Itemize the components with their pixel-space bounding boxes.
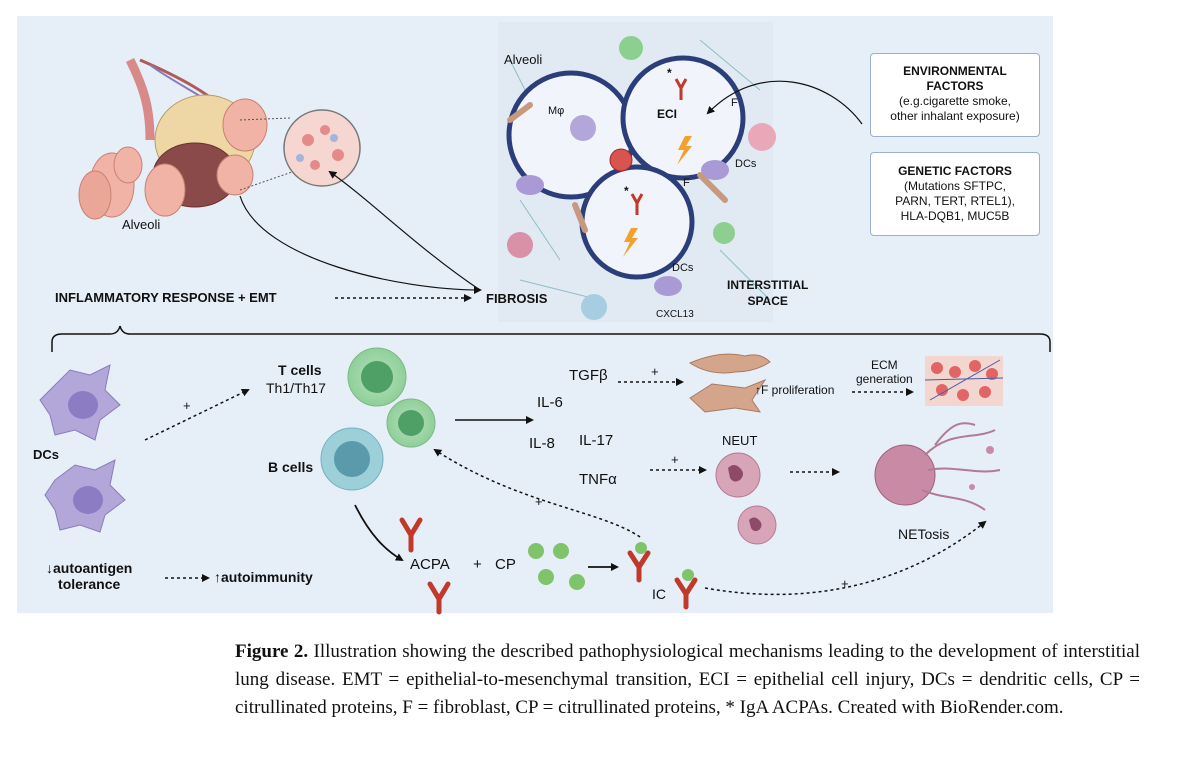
autoimmunity-label: ↑autoimmunity <box>214 569 313 585</box>
dcs-label-2: DCs <box>672 262 694 274</box>
immune-complexes <box>627 542 698 610</box>
environmental-factors-box: ENVIRONMENTAL FACTORS (e.g.cigarette smo… <box>870 53 1040 137</box>
autoantigen-line-1: ↓autoantigen <box>46 560 133 576</box>
dcs-left-label: DCs <box>33 447 60 462</box>
arrow-ic-to-netosis <box>704 520 987 596</box>
ecm-line-2: generation <box>856 372 913 386</box>
cxcl13-label: CXCL13 <box>656 309 694 320</box>
ic-label: IC <box>652 586 666 602</box>
arrow-fibrosis-to-alveoli <box>239 195 482 294</box>
fibroblasts <box>688 353 771 413</box>
cp-proteins <box>528 543 585 590</box>
env-title-2: FACTORS <box>926 79 984 93</box>
env-line-2: other inhalant exposure) <box>890 109 1020 123</box>
fibrosis-label: FIBROSIS <box>486 291 548 306</box>
arrow-ic-to-tcell <box>433 448 641 538</box>
tcells-label: T cells <box>278 362 322 378</box>
autoantigen-tolerance-label: ↓autoantigen tolerance <box>46 560 132 592</box>
figure-label: Figure 2. <box>235 641 309 662</box>
plus-dc-to-t: + <box>183 398 191 413</box>
neut-label: NEUT <box>722 433 758 448</box>
il8-label: IL-8 <box>529 435 555 452</box>
plus-ic-to-t: + <box>535 494 543 509</box>
ecm-label: ECM generation <box>856 358 913 386</box>
interstitial-line-2: SPACE <box>747 294 788 308</box>
interstitial-alveoli-illustration <box>498 22 776 322</box>
eci-star: * <box>667 66 672 80</box>
fibroblast-label-2: F <box>683 177 690 189</box>
caption-text: Illustration showing the described patho… <box>235 641 1140 718</box>
cp-label: CP <box>495 556 516 573</box>
arrow-bcell-to-acpa <box>354 504 404 562</box>
brace <box>51 325 1051 352</box>
dcs-label-1: DCs <box>735 158 757 170</box>
il17-label: IL-17 <box>579 432 614 449</box>
tgfb-label: TGFβ <box>569 367 608 384</box>
eci-label: ECI <box>657 107 678 121</box>
th1-th17-label: Th1/Th17 <box>266 380 326 396</box>
ecm-image <box>924 356 1004 406</box>
arrow-fibrosis-to-tissue <box>328 170 481 291</box>
macrophage-label: Mφ <box>548 105 565 117</box>
netosis-label: NETosis <box>898 526 950 542</box>
lower-star: * <box>624 184 629 198</box>
f-proliferation-label: ↑F proliferation <box>755 383 835 397</box>
acpa-label: ACPA <box>410 556 450 573</box>
env-title-1: ENVIRONMENTAL <box>903 64 1007 78</box>
autoantigen-line-2: tolerance <box>58 576 121 592</box>
arrow-environment-to-eci <box>706 80 863 125</box>
netosis-image <box>874 422 1001 511</box>
figure-caption: Figure 2. Illustration showing the descr… <box>235 638 1140 722</box>
interstitial-label: INTERSTITIAL SPACE <box>727 278 808 308</box>
bcells-label: B cells <box>268 459 314 475</box>
dendritic-cells <box>39 364 126 533</box>
plus-tgfb: + <box>651 364 659 379</box>
neutrophils <box>715 452 777 545</box>
inflammatory-label: INFLAMMATORY RESPONSE + EMT <box>55 290 277 305</box>
left-alveoli-label: Alveoli <box>122 217 161 232</box>
plus-ic-to-net: + <box>841 576 849 591</box>
genetic-factors-box: GENETIC FACTORS (Mutations SFTPC, PARN, … <box>870 152 1040 236</box>
interstitial-line-1: INTERSTITIAL <box>727 278 809 292</box>
tnfa-label: TNFα <box>579 471 617 488</box>
il6-label: IL-6 <box>537 394 563 411</box>
t-cells <box>347 347 436 448</box>
acpa-antibodies <box>399 517 451 615</box>
gen-title: GENETIC FACTORS <box>898 164 1012 178</box>
ecm-line-1: ECM <box>871 358 898 372</box>
arrow-dc-to-tcell <box>144 389 250 441</box>
gen-line-2: PARN, TERT, RTEL1), <box>895 194 1015 208</box>
fibroblast-label-1: F <box>731 97 738 109</box>
env-line-1: (e.g.cigarette smoke, <box>898 94 1012 108</box>
gen-line-1: (Mutations SFTPC, <box>903 179 1007 193</box>
left-alveoli-illustration <box>78 57 361 220</box>
plus-tnfa: + <box>671 452 679 467</box>
top-alveoli-label: Alveoli <box>504 52 543 67</box>
plus-acpa-cp: + <box>473 556 482 573</box>
b-cell <box>320 427 384 491</box>
gen-line-3: HLA-DQB1, MUC5B <box>900 209 1010 223</box>
